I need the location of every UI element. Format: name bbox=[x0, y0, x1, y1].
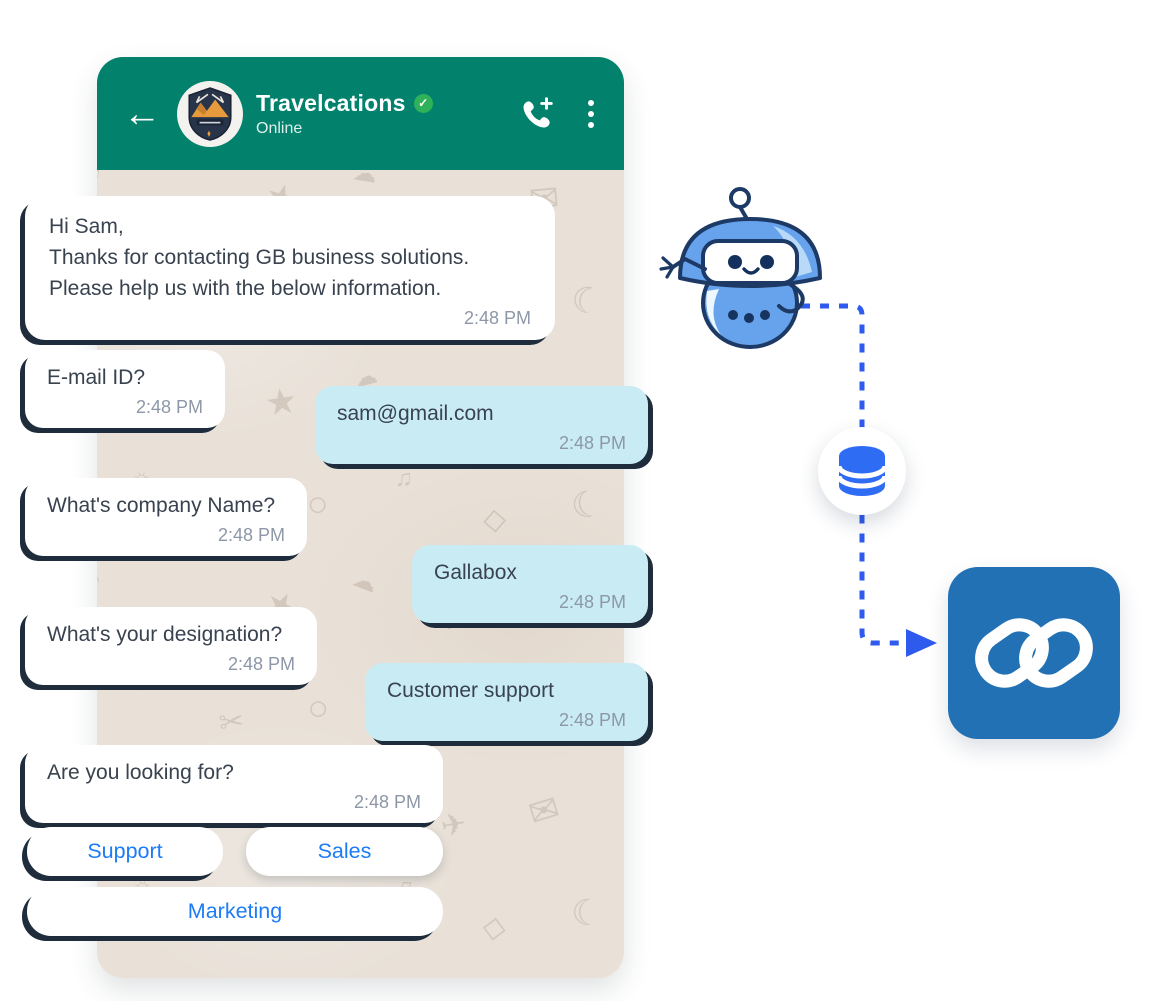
avatar[interactable] bbox=[177, 80, 243, 147]
message-text: Please help us with the below informatio… bbox=[49, 277, 442, 300]
wallpaper-doodle-icon: ☾ bbox=[566, 276, 608, 325]
back-arrow-icon[interactable]: ← bbox=[123, 92, 161, 135]
wallpaper-doodle-icon: ☾ bbox=[567, 481, 607, 528]
wallpaper-doodle-icon: ☁ bbox=[351, 170, 379, 189]
verified-badge-icon: ✓ bbox=[413, 93, 433, 113]
chat-header-text: Travelcations ✓ Online bbox=[256, 90, 433, 138]
message-bubble-outgoing: Gallabox 2:48 PM bbox=[412, 545, 648, 623]
chat-status: Online bbox=[256, 119, 303, 137]
wallpaper-doodle-icon: ♪ bbox=[97, 564, 105, 595]
message-text: Are you looking for? bbox=[47, 761, 234, 784]
message-bubble-outgoing: sam@gmail.com 2:48 PM bbox=[315, 386, 648, 464]
message-time: 2:48 PM bbox=[558, 433, 626, 453]
message-text: Hi Sam, bbox=[49, 215, 124, 238]
wallpaper-doodle-icon: ○ bbox=[303, 481, 333, 526]
message-text: What's company Name? bbox=[47, 494, 276, 517]
message-bubble-incoming: Hi Sam, Thanks for contacting GB busines… bbox=[25, 196, 555, 340]
wallpaper-doodle-icon: ◇ bbox=[480, 909, 509, 946]
message-bubble-incoming: Are you looking for? 2:48 PM bbox=[25, 745, 443, 823]
wallpaper-doodle-icon: ✈ bbox=[438, 807, 469, 844]
wallpaper-doodle-icon: ★ bbox=[262, 378, 300, 425]
kebab-menu-icon[interactable] bbox=[584, 96, 598, 132]
message-text: E-mail ID? bbox=[47, 366, 146, 389]
message-bubble-incoming: E-mail ID? 2:48 PM bbox=[25, 350, 225, 428]
message-time: 2:48 PM bbox=[463, 308, 531, 328]
chatbot-robot-illustration bbox=[659, 187, 822, 349]
database-icon bbox=[836, 446, 888, 496]
message-time: 2:48 PM bbox=[353, 792, 421, 812]
chat-title: Travelcations bbox=[256, 89, 406, 116]
message-time: 2:48 PM bbox=[558, 710, 626, 730]
add-call-icon[interactable] bbox=[518, 95, 556, 133]
message-text: Customer support bbox=[387, 679, 554, 702]
message-time: 2:48 PM bbox=[227, 654, 295, 674]
wallpaper-doodle-icon: ○ bbox=[302, 684, 334, 731]
chat-header: ← Travelcations ✓ Online bbox=[97, 57, 624, 170]
message-time: 2:48 PM bbox=[135, 397, 203, 417]
wallpaper-doodle-icon: ✉ bbox=[523, 786, 565, 835]
message-time: 2:48 PM bbox=[558, 592, 626, 612]
message-text: Thanks for contacting GB business soluti… bbox=[49, 246, 470, 269]
crm-loops-icon bbox=[975, 618, 1093, 688]
message-text: sam@gmail.com bbox=[337, 402, 494, 425]
message-text: What's your designation? bbox=[47, 623, 283, 646]
quick-reply-marketing-button[interactable]: Marketing bbox=[27, 887, 443, 936]
wallpaper-doodle-icon: ◇ bbox=[481, 502, 508, 537]
database-badge bbox=[818, 427, 906, 515]
travelcations-logo-icon bbox=[188, 86, 232, 141]
wallpaper-doodle-icon: ♪ bbox=[97, 170, 107, 187]
wallpaper-doodle-icon: ♫ bbox=[394, 464, 414, 493]
quick-reply-sales-button[interactable]: Sales bbox=[246, 827, 443, 876]
flow-arrow-icon bbox=[906, 629, 937, 657]
zoho-crm-logo bbox=[948, 567, 1120, 739]
wallpaper-doodle-icon: ☾ bbox=[570, 891, 604, 934]
quick-reply-support-button[interactable]: Support bbox=[27, 827, 223, 876]
wallpaper-doodle-icon: ✂ bbox=[217, 704, 247, 741]
message-text: Gallabox bbox=[434, 561, 517, 584]
message-bubble-outgoing: Customer support 2:48 PM bbox=[365, 663, 648, 741]
message-bubble-incoming: What's your designation? 2:48 PM bbox=[25, 607, 317, 685]
message-time: 2:48 PM bbox=[217, 525, 285, 545]
message-bubble-incoming: What's company Name? 2:48 PM bbox=[25, 478, 307, 556]
wallpaper-doodle-icon: ☁ bbox=[348, 564, 382, 599]
